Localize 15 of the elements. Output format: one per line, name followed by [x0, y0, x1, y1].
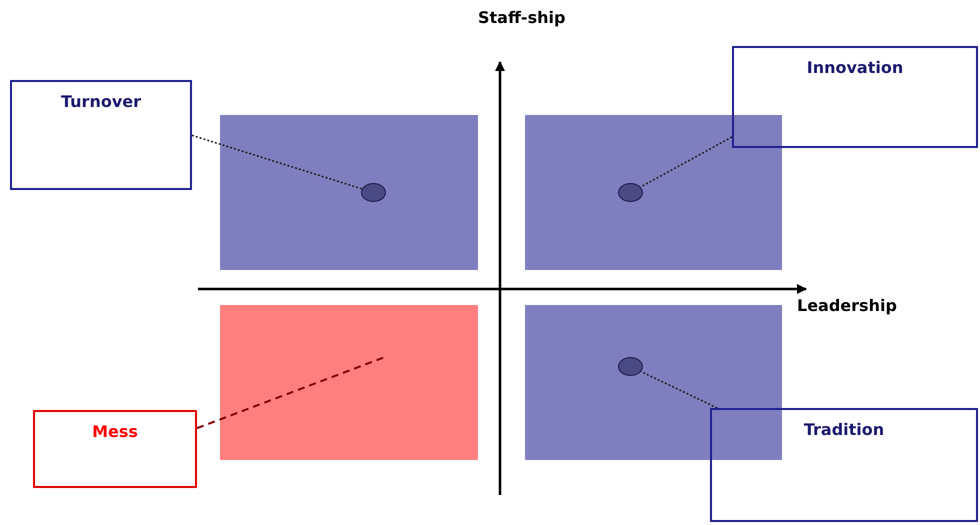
callout-box [33, 410, 197, 488]
axis-label: Staff-ship [478, 8, 566, 27]
callout-title: Turnover [61, 92, 141, 111]
axis-label: Leadership [797, 296, 897, 315]
callout-box [710, 408, 978, 522]
leader-line [192, 134, 362, 190]
callout-title: Tradition [804, 420, 884, 439]
callout-box [732, 46, 978, 148]
leader-line [196, 356, 386, 430]
leader-line [640, 370, 718, 409]
callout-box [10, 80, 192, 190]
leader-line [640, 136, 732, 188]
quadrant-area [220, 305, 478, 460]
callout-title: Mess [92, 422, 138, 441]
callout-title: Innovation [806, 58, 904, 77]
